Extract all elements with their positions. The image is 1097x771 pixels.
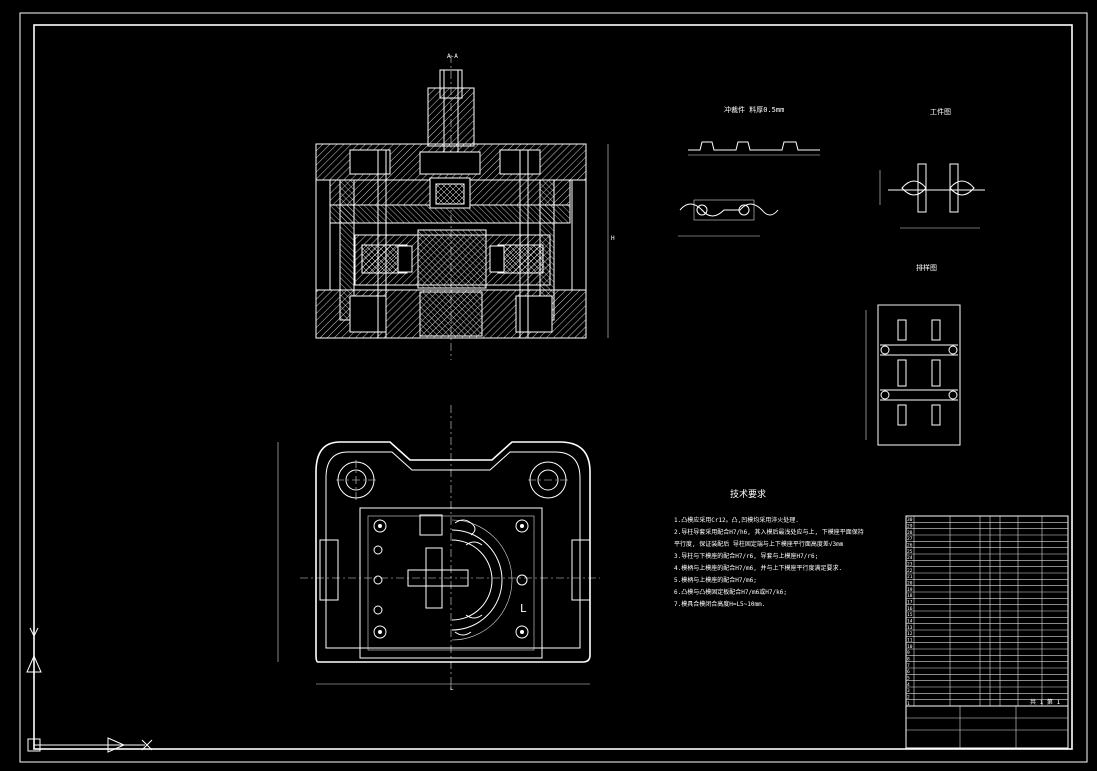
blank-part-view[interactable]: 冲裁件 料厚0.5mm bbox=[678, 105, 820, 237]
tech-req-item: 3.导柱与下模座的配合H7/r6, 导套与上模座H7/r6; bbox=[674, 552, 818, 560]
bom-row-number: 3 bbox=[907, 688, 910, 694]
bom-row-number: 23 bbox=[907, 561, 913, 567]
bom-row-number: 25 bbox=[907, 549, 913, 555]
tech-req-item: 5.模柄与上模座的配合H7/m6; bbox=[674, 576, 757, 584]
bom-row-number: 15 bbox=[907, 612, 913, 618]
tech-req-item: 平行度, 保证装配后 导柱固定端与上下模座平行面高度差√3mm bbox=[674, 540, 844, 548]
svg-text:L: L bbox=[450, 685, 454, 692]
bom-row-number: 18 bbox=[907, 593, 913, 599]
technical-requirements: 技术要求 1.凸模应采用Cr12。凸,凹模均采用淬火处理. 2.导柱导套采用配合… bbox=[674, 488, 864, 608]
bom-row-number: 7 bbox=[907, 663, 910, 669]
bom-row-number: 6 bbox=[907, 669, 910, 675]
bom-row-number: 22 bbox=[907, 568, 913, 574]
bom-row-number: 24 bbox=[907, 555, 913, 561]
bom-row-number: 1 bbox=[907, 701, 910, 707]
bom-row-number: 10 bbox=[907, 644, 913, 650]
die-plan-view[interactable]: L L bbox=[277, 405, 600, 692]
bom-row-number: 19 bbox=[907, 587, 913, 593]
bom-row-number: 29 bbox=[907, 523, 913, 529]
ucs-icon bbox=[26, 627, 153, 753]
tech-req-item: 1.凸模应采用Cr12。凸,凹模均采用淬火处理. bbox=[674, 516, 799, 524]
parts-list-table: 3029282726252423222120191817161514131211… bbox=[905, 515, 1069, 707]
bom-row-number: 21 bbox=[907, 574, 913, 580]
assembly-section-view[interactable]: A-A bbox=[315, 53, 615, 360]
bom-row-number: 26 bbox=[907, 542, 913, 548]
svg-text:L: L bbox=[520, 602, 527, 615]
bom-row-number: 11 bbox=[907, 637, 913, 643]
bom-row-number: 17 bbox=[907, 599, 913, 605]
bom-row-number: 20 bbox=[907, 580, 913, 586]
layout-view-title: 排样图 bbox=[916, 263, 937, 272]
bom-row-number: 9 bbox=[907, 650, 910, 656]
tech-req-item: 7.模具合模闭合高度H=L5~10mm. bbox=[674, 600, 765, 608]
bom-row-number: 8 bbox=[907, 656, 910, 662]
bom-row-number: 2 bbox=[907, 694, 910, 700]
bom-row-number: 27 bbox=[907, 536, 913, 542]
bom-row-number: 12 bbox=[907, 631, 913, 637]
bom-row-number: 4 bbox=[907, 682, 910, 688]
workpiece-view[interactable]: 工件图 bbox=[879, 107, 985, 229]
sheet-number: 共 1 第 1 bbox=[1030, 698, 1060, 706]
part-view-title: 工件图 bbox=[930, 107, 951, 116]
bom-row-number: 13 bbox=[907, 625, 913, 631]
inner-border bbox=[33, 24, 1073, 750]
svg-text:H: H bbox=[611, 235, 615, 242]
bom-row-number: 5 bbox=[907, 675, 910, 681]
tech-req-item: 2.导柱导套采用配合H7/h6, 其入模后最浅处应与上, 下模座平面保持 bbox=[674, 528, 864, 536]
bom-row-number: 14 bbox=[907, 618, 913, 624]
bom-row-number: 16 bbox=[907, 606, 913, 612]
blank-view-title: 冲裁件 料厚0.5mm bbox=[724, 105, 784, 114]
svg-text:A-A: A-A bbox=[447, 53, 458, 60]
bom-row-number: 28 bbox=[907, 530, 913, 536]
bom-row-number: 30 bbox=[907, 517, 913, 523]
strip-layout-view[interactable]: 排样图 bbox=[865, 263, 961, 446]
outer-border bbox=[19, 12, 1088, 763]
title-block: 共 1 第 1 bbox=[905, 698, 1069, 749]
tech-req-item: 6.凸模与凸模固定板配合H7/m6或H7/k6; bbox=[674, 588, 787, 596]
tech-req-item: 4.模柄与上模座的配合H7/m6, 并与上下模座平行度满足要求. bbox=[674, 564, 842, 572]
tech-req-title: 技术要求 bbox=[730, 488, 766, 500]
